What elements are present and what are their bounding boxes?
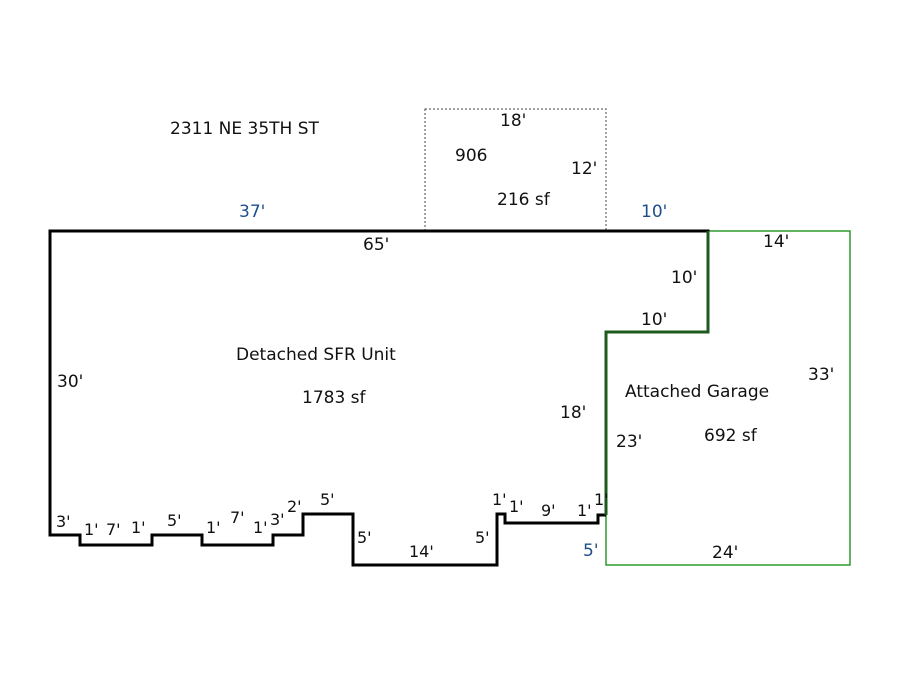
address-label: 2311 NE 35TH ST	[170, 119, 319, 139]
dim-b17: 9'	[541, 501, 556, 520]
porch-depth-label: 12'	[571, 159, 598, 179]
dim-b14: 5'	[475, 528, 490, 547]
dim-b15: 1'	[492, 490, 507, 509]
dim-garage-top: 14'	[763, 232, 790, 252]
dim-garage-right: 33'	[808, 365, 835, 385]
porch-area-label: 216 sf	[497, 190, 550, 210]
dim-b1: 3'	[56, 512, 71, 531]
dim-b7: 7'	[230, 508, 245, 527]
dim-top-right: 10'	[641, 202, 668, 222]
porch-code-label: 906	[455, 146, 488, 166]
dim-garage-bottom: 24'	[712, 543, 739, 563]
garage-area-label: 692 sf	[704, 426, 757, 446]
shared-wall	[604, 231, 710, 515]
garage-name-label: Attached Garage	[625, 382, 770, 402]
dim-top-main: 65'	[363, 235, 390, 255]
garage-outline	[605, 230, 851, 566]
dim-b4: 1'	[131, 518, 146, 537]
dim-house-right: 18'	[560, 403, 587, 423]
porch-width-label: 18'	[500, 111, 527, 131]
dim-garage-step-h: 10'	[641, 310, 668, 330]
house-name-label: Detached SFR Unit	[236, 345, 396, 365]
house-outline	[48, 229, 710, 567]
dim-b18: 1'	[577, 501, 592, 520]
dim-b3: 7'	[106, 520, 121, 539]
dim-b5: 5'	[167, 511, 182, 530]
dim-b13: 14'	[409, 542, 434, 561]
dim-b8: 1'	[253, 518, 268, 537]
dim-b10: 2'	[287, 497, 302, 516]
dim-b12: 5'	[357, 528, 372, 547]
dim-top-left: 37'	[239, 202, 266, 222]
house-area-label: 1783 sf	[302, 388, 366, 408]
dim-b16: 1'	[509, 497, 524, 516]
dim-b19: 1'	[594, 490, 609, 509]
dim-garage-left: 23'	[616, 432, 643, 452]
dim-b2: 1'	[84, 520, 99, 539]
dim-left: 30'	[57, 372, 84, 392]
dim-b11: 5'	[320, 490, 335, 509]
dim-garage-small: 5'	[583, 541, 599, 561]
dim-b6: 1'	[206, 518, 221, 537]
dim-garage-step-v: 10'	[671, 268, 698, 288]
dim-b9: 3'	[270, 510, 285, 529]
